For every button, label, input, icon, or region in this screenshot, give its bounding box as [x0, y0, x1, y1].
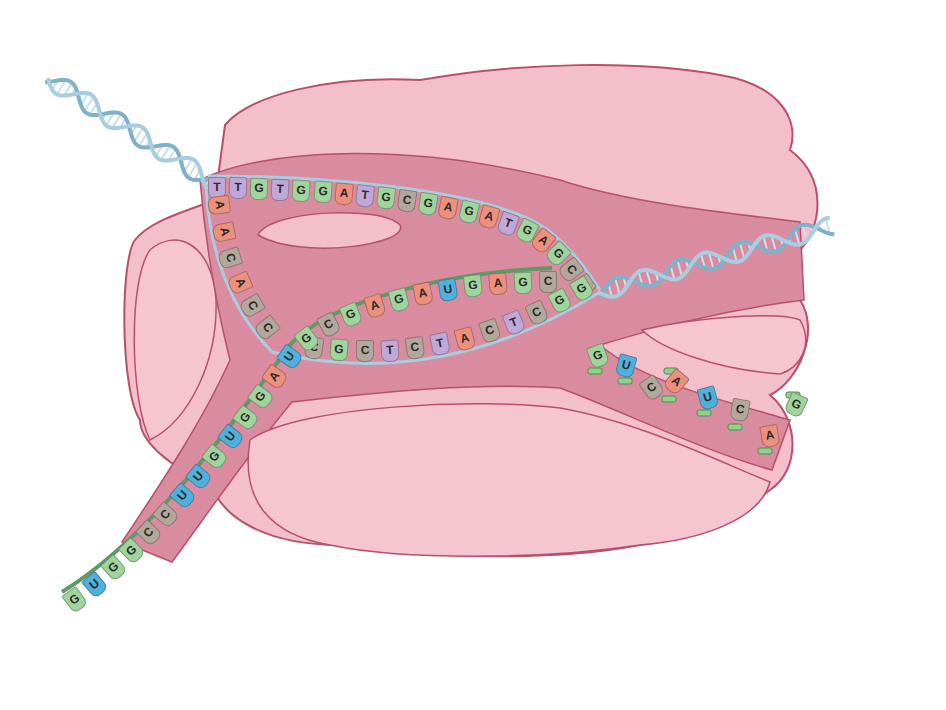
helix-strand	[598, 218, 830, 297]
helix-strand	[599, 225, 834, 297]
nucleotide-label: T	[228, 177, 246, 199]
nucleotide-label: A	[334, 182, 354, 205]
polymerase-lower-lobe	[248, 404, 770, 556]
nucleotide-label: C	[396, 188, 417, 212]
nucleotide-label: G	[250, 178, 269, 201]
nucleotide-label: G	[417, 191, 438, 216]
nucleotide-label: T	[380, 339, 399, 362]
nucleotide-label: A	[207, 195, 231, 215]
nucleotide-label: C	[539, 271, 557, 293]
helix-strand	[48, 78, 207, 189]
polymerase-left-lobe	[134, 240, 216, 440]
nucleotide-label: G	[292, 179, 311, 202]
nucleotide-label: G	[100, 554, 128, 582]
nucleotide-label: T	[271, 178, 290, 201]
nucleotide-tails	[588, 368, 800, 454]
rna-guide	[75, 282, 548, 600]
nucleotide-label: A	[759, 424, 781, 449]
nucleotide-label: A	[488, 272, 508, 295]
nucleotide-label: T	[355, 184, 375, 208]
nucleotide-label: G	[375, 186, 395, 210]
polymerase-right-lobe	[642, 316, 806, 374]
nucleotide-label: G	[330, 339, 350, 362]
dna-helix	[45, 78, 834, 297]
nucleotide-label: G	[463, 274, 483, 298]
rna-strand	[62, 268, 552, 592]
nucleotide-label: G	[313, 180, 332, 203]
nucleotide-label: G	[513, 271, 532, 294]
nucleotide-label: C	[356, 340, 374, 362]
nucleotide-label: U	[438, 277, 459, 301]
polymerase-island	[258, 213, 401, 248]
